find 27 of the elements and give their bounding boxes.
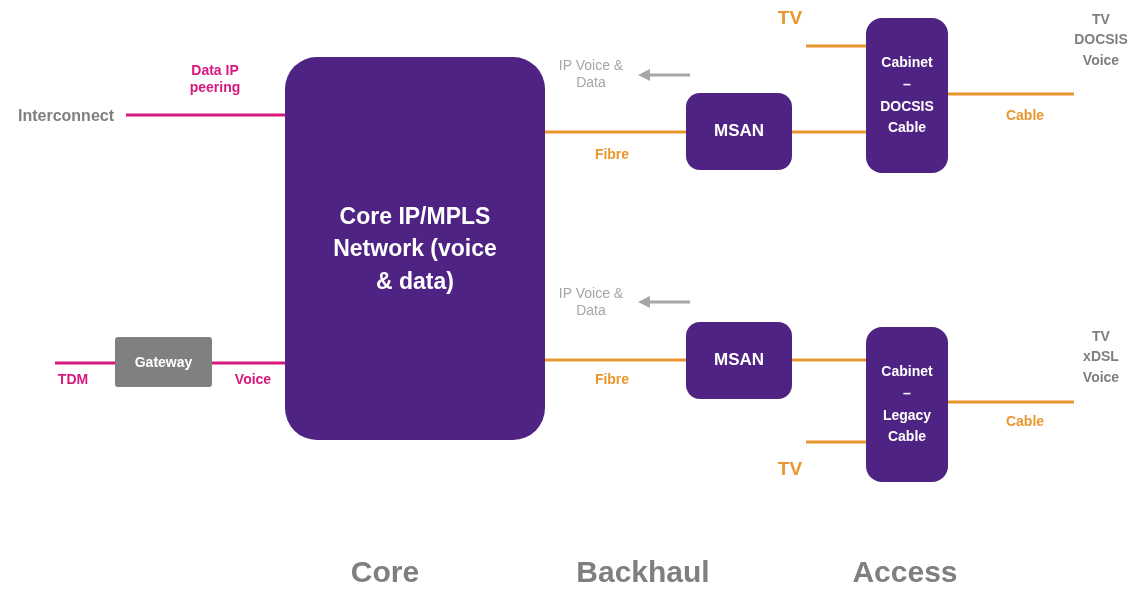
cabinet-box: Cabinet – Legacy Cable [866, 327, 948, 482]
node-label: Interconnect [6, 104, 126, 128]
connector-line [806, 440, 866, 444]
connector-line [792, 130, 866, 134]
section-title: Core [349, 554, 421, 590]
connector-line [948, 400, 1074, 404]
node-label: TV xDSL Voice [1074, 326, 1128, 404]
network-box: Core IP/MPLS Network (voice & data) [285, 57, 545, 440]
gateway-box: Gateway [115, 337, 212, 387]
cabinet-box: Cabinet – DOCSIS Cable [866, 18, 948, 173]
connector-line [806, 44, 866, 48]
section-title: Backhaul [575, 554, 711, 590]
connector-line [126, 113, 285, 117]
connector-line [55, 361, 115, 365]
flow-label: IP Voice & Data [558, 285, 624, 319]
node-label: TV DOCSIS Voice [1074, 9, 1128, 96]
node-label: TV [774, 438, 806, 481]
node-label: TV [774, 7, 806, 48]
flow-label: IP Voice & Data [558, 57, 624, 91]
connector-line [545, 358, 686, 362]
msan-box: MSAN [686, 93, 792, 170]
connector-line [545, 130, 686, 134]
connector-line [212, 361, 285, 365]
msan-box: MSAN [686, 322, 792, 399]
section-title: Access [851, 554, 959, 590]
connector-line [792, 358, 866, 362]
connector-line [948, 92, 1074, 96]
